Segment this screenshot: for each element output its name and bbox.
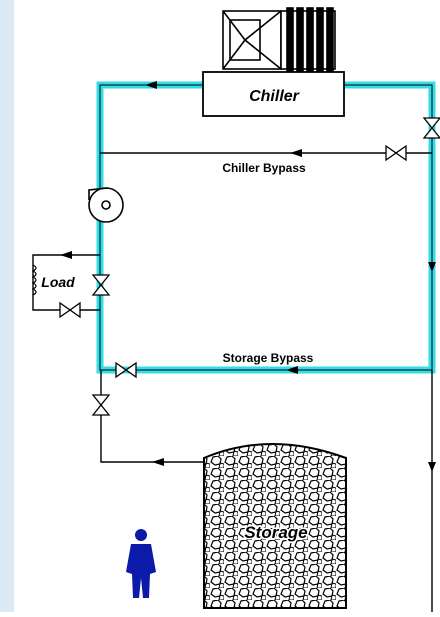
chiller-unit: Chiller [202,71,345,117]
pump-icon [88,187,124,223]
load-label: Load [41,274,75,290]
chiller-fan-icon [222,7,336,73]
storage-tank: Storage [203,443,347,609]
valve-icon [59,117,440,416]
flow-arrow-icon [60,81,436,472]
storage-bypass-label: Storage Bypass [223,351,314,365]
chiller-bypass-label: Chiller Bypass [222,161,306,175]
coil-icon [31,264,37,296]
person-icon [126,529,156,598]
storage-label: Storage [244,523,307,542]
chiller-label: Chiller [249,88,300,105]
